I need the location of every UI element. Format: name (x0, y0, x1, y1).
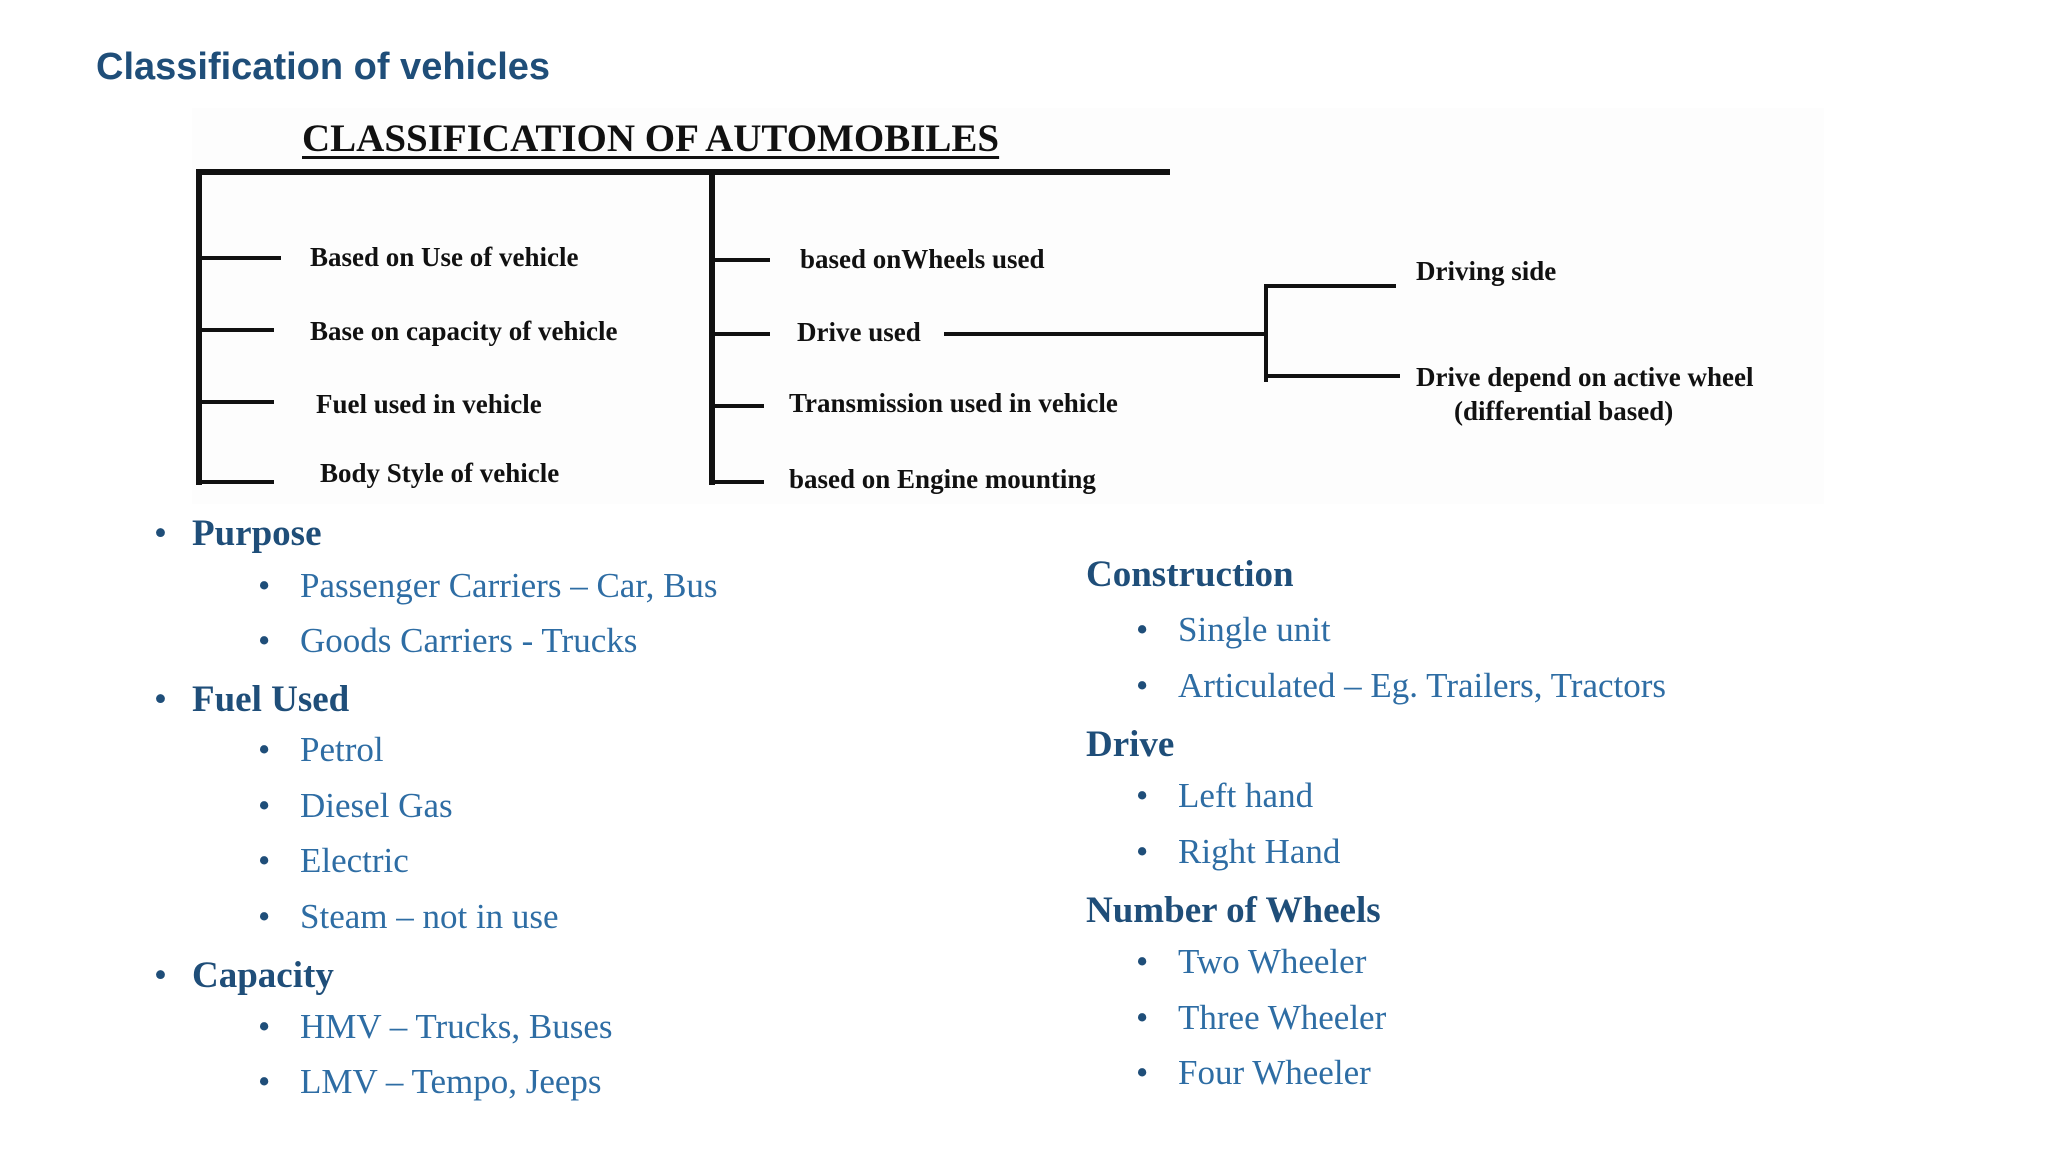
list-heading-construction: Construction (1086, 554, 1294, 595)
list-heading-purpose: Purpose (154, 512, 718, 566)
diagram-node-transmission: Transmission used in vehicle (789, 388, 1118, 418)
diagram-heading: CLASSIFICATION OF AUTOMOBILES (302, 117, 1000, 160)
diagram-node-active-wheel: Drive depend on active wheel (1416, 362, 1754, 392)
list-item: Four Wheeler (1136, 1053, 1666, 1108)
list-item: Three Wheeler (1136, 998, 1666, 1053)
diagram-node-capacity: Base on capacity of vehicle (310, 316, 618, 346)
diagram-node-differential: (differential based) (1454, 396, 1674, 426)
list-item: LMV – Tempo, Jeeps (258, 1062, 718, 1117)
list-item: Goods Carriers - Trucks (258, 621, 718, 678)
list-item: Articulated – Eg. Trailers, Tractors (1136, 666, 1666, 723)
diagram-node-driving-side: Driving side (1416, 256, 1557, 286)
list-item: Left hand (1136, 776, 1666, 832)
list-heading-capacity: Capacity (154, 954, 718, 1007)
diagram-lines (196, 169, 1400, 485)
slide-title: Classification of vehicles (96, 46, 551, 88)
list-heading-drive: Drive (1086, 724, 1175, 765)
list-item: Single unit (1136, 610, 1666, 666)
list-item: Two Wheeler (1136, 942, 1666, 998)
list-item: HMV – Trucks, Buses (258, 1007, 718, 1062)
diagram-node-wheels: based onWheels used (800, 244, 1045, 274)
list-heading-fuel-used: Fuel Used (154, 678, 718, 730)
left-bullet-list: Purpose Passenger Carriers – Car, Bus Go… (154, 512, 718, 1117)
diagram-node-use: Based on Use of vehicle (310, 242, 579, 272)
list-item: Steam – not in use (258, 897, 718, 954)
list-item: Passenger Carriers – Car, Bus (258, 566, 718, 621)
list-heading-number-of-wheels: Number of Wheels (1086, 890, 1381, 931)
right-bullet-list: Construction Single unit Articulated – E… (1086, 553, 1666, 1108)
list-item: Right Hand (1136, 832, 1666, 889)
diagram-node-fuel: Fuel used in vehicle (316, 389, 542, 419)
list-item: Diesel Gas (258, 786, 718, 841)
classification-diagram: CLASSIFICATION OF AUTOMOBILES Based on U… (192, 108, 1824, 504)
diagram-node-engine-mounting: based on Engine mounting (789, 464, 1096, 494)
diagram-node-body-style: Body Style of vehicle (320, 458, 560, 488)
list-item: Electric (258, 841, 718, 897)
list-item: Petrol (258, 730, 718, 786)
diagram-node-drive: Drive used (797, 317, 921, 347)
